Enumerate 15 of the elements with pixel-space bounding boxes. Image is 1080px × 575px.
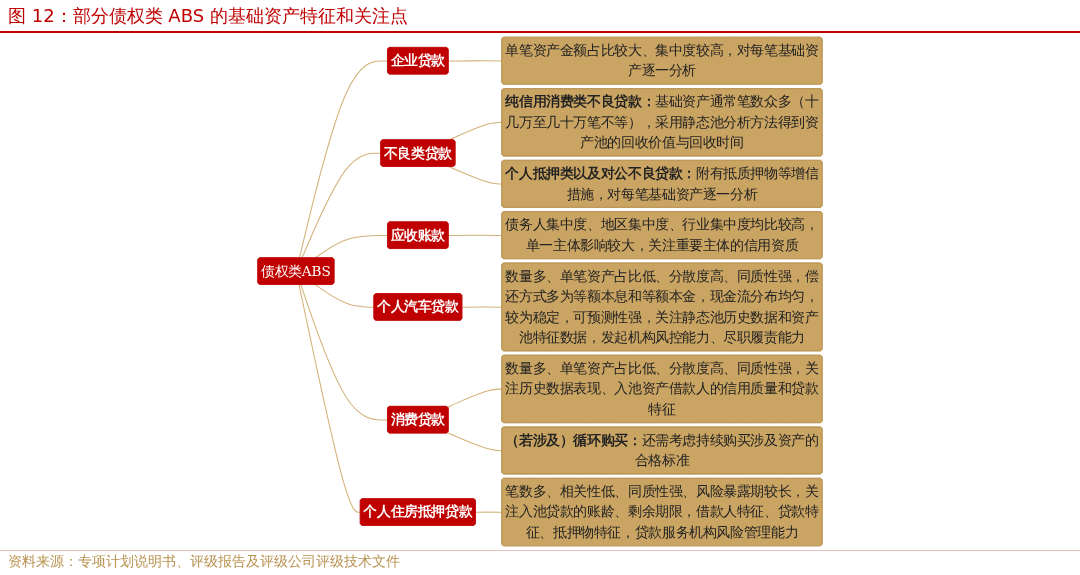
connector	[448, 60, 503, 62]
connector	[447, 388, 503, 408]
connector	[301, 152, 382, 259]
connector	[314, 234, 389, 259]
connector	[314, 284, 375, 308]
connector	[298, 284, 362, 513]
figure-title: 图 12：部分债权类 ABS 的基础资产特征和关注点	[0, 0, 1080, 33]
connector	[298, 60, 389, 259]
connector	[461, 306, 503, 308]
source-note: 资料来源：专项计划说明书、评级报告及评级公司评级技术文件	[0, 550, 1080, 575]
connector	[447, 432, 503, 452]
connector	[475, 511, 503, 513]
connector	[448, 234, 503, 236]
connector	[448, 166, 503, 185]
connector	[300, 284, 389, 421]
